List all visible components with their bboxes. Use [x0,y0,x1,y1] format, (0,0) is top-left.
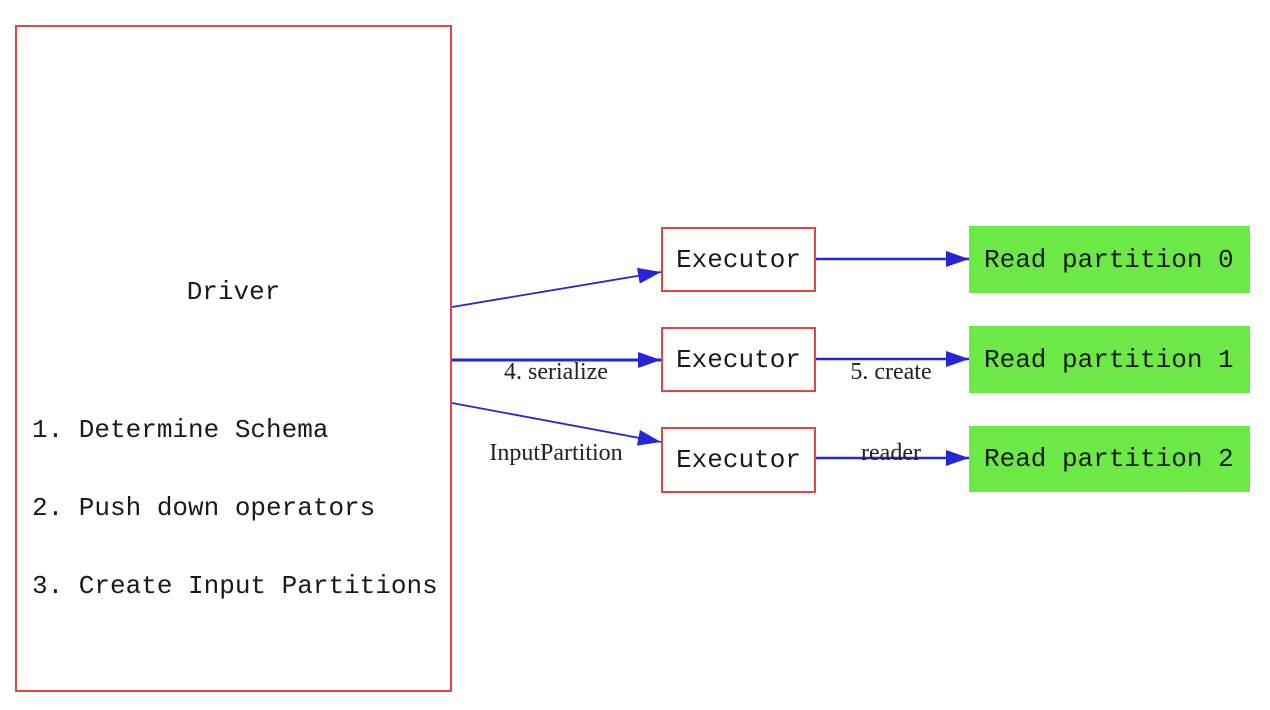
read-partition-label-0: Read partition 0 [984,244,1234,275]
edge-label-reader-line-2: reader [861,440,921,466]
executor-box-1: Executor [661,227,816,292]
edge-label-serialize-inputpartition: 4. serialize InputPartition [456,305,656,521]
driver-title: Driver [186,277,281,307]
read-partition-label-2: Read partition 2 [984,444,1234,474]
driver-step-list: 1. Determine Schema 2. Push down operato… [32,365,438,651]
driver-step-3: 3. Create Input Partitions [32,571,438,601]
edge-label-create-reader: 5. create reader [791,305,991,521]
executor-label-3: Executor [676,445,801,475]
executor-label-2: Executor [676,344,801,375]
driver-step-2: 2. Push down operators [32,493,376,523]
arrow-driver-to-executor-3 [451,402,662,446]
driver-box [15,25,452,692]
driver-step-1: 1. Determine Schema [32,415,329,445]
read-partition-label-1: Read partition 1 [984,344,1234,375]
executor-box-3: Executor [661,427,816,493]
edge-label-serialize-line-2: InputPartition [489,440,623,466]
executor-box-2: Executor [661,327,816,392]
edge-label-serialize-line-1: 4. serialize [504,359,608,385]
read-partition-box-0: Read partition 0 [969,226,1250,293]
edge-label-reader-line-1: 5. create [850,359,932,385]
arrow-driver-to-executor-1 [451,267,662,308]
read-partition-box-2: Read partition 2 [969,426,1250,492]
read-partition-box-1: Read partition 1 [969,326,1250,393]
executor-label-1: Executor [676,244,801,275]
